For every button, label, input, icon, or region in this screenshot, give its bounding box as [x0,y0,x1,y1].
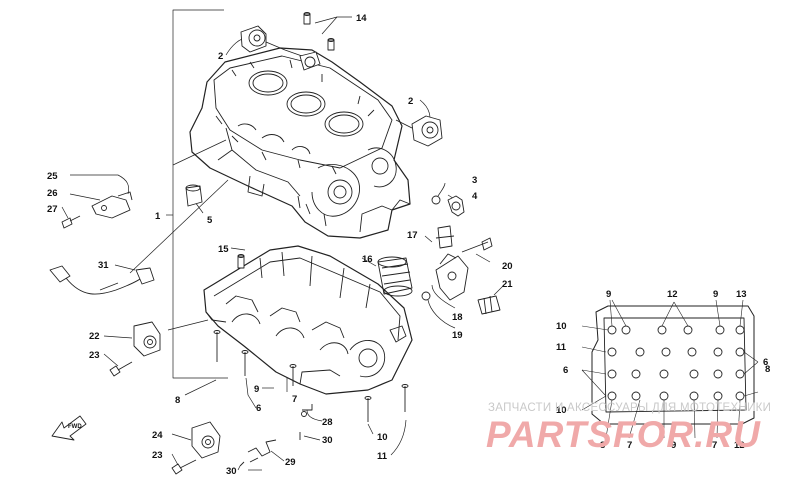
callout-30: 30 [322,435,333,446]
callout-15: 15 [218,244,229,255]
callout-20: 20 [502,261,513,272]
sequence-callout-12: 12 [667,289,678,300]
callout-24: 24 [152,430,163,441]
engine-mount-bushing-right [395,115,443,147]
pipe-29 [239,439,277,467]
callout-25: 25 [47,171,58,182]
callout-labels: 1 2 2 3 4 5 6 7 8 9 10 11 14 15 16 17 18… [47,13,770,477]
callout-23: 23 [152,450,163,461]
temperature-sensor-21 [477,295,501,315]
callout-21: 21 [502,279,513,290]
callout-31: 31 [98,260,109,271]
sequence-callout-8: 8 [765,364,770,375]
sensor-cable-31 [49,265,155,295]
oil-pressure-switch-17 [435,225,455,249]
lower-crankcase [203,245,413,395]
callout-4: 4 [472,191,478,202]
callout-8: 8 [175,395,180,406]
pipe-28 [301,404,313,417]
callout-18: 18 [452,312,463,323]
crankcase-bolts [213,330,409,422]
callout-2: 2 [408,96,413,107]
bolt-20 [461,237,493,253]
sequence-callout-9: 9 [671,440,676,451]
callout-30: 30 [226,466,237,477]
sequence-callout-13: 13 [736,289,747,300]
sequence-callout-11: 11 [556,342,567,353]
callout-16: 16 [362,254,373,265]
sensor-plug-4 [431,195,465,217]
engine-mount-bushing-left [240,25,303,57]
sequence-callout-10: 10 [556,321,567,332]
sequence-callout-7: 7 [712,440,717,451]
callout-26: 26 [47,188,58,199]
sequence-callout-7: 7 [627,440,632,451]
callout-2: 2 [218,51,223,62]
sequence-callout-6: 6 [563,365,568,376]
callout-19: 19 [452,330,463,341]
o-ring-19 [421,291,431,301]
callout-7: 7 [292,394,297,405]
bracket-24 [191,421,221,459]
bolt-sequence-diagram [581,299,759,439]
oil-filter-16 [377,256,413,297]
bolt-23-upper [109,361,133,377]
callout-10: 10 [377,432,388,443]
fwd-direction-arrow: FWD [51,415,87,441]
sensor-bracket-26 [91,191,133,219]
fitting-18 [435,253,469,301]
callout-28: 28 [322,417,333,428]
callout-9: 9 [254,384,259,395]
callout-22: 22 [89,331,100,342]
sensor-bolt-27 [61,215,81,229]
sequence-callout-6: 6 [763,357,768,368]
callout-3: 3 [472,175,477,186]
upper-crankcase [189,47,411,239]
sequence-callout-12: 12 [734,440,745,451]
callout-14: 14 [356,13,367,24]
callout-29: 29 [285,457,296,468]
callout-6: 6 [256,403,261,414]
callout-27: 27 [47,204,58,215]
sequence-callout-8: 8 [600,440,605,451]
sequence-callout-9: 9 [713,289,718,300]
dowel-pins-15 [237,254,245,269]
fwd-label: FWD [68,424,82,430]
callout-23: 23 [89,350,100,361]
callout-17: 17 [407,230,418,241]
bracket-22 [133,321,161,357]
callout-1: 1 [155,211,161,222]
leader-lines [61,9,504,471]
sequence-callout-10: 10 [556,405,567,416]
sequence-callout-9: 9 [606,289,611,300]
watermark-caption: ЗАПЧАСТИ И АКСЕССУАРЫ ДЛЯ МОТОТЕХНИКИ [488,402,772,414]
watermark-brand: PARTSFOR.RU [486,414,761,455]
dowel-pins-14 [299,12,335,71]
callout-11: 11 [377,451,388,462]
callout-5: 5 [207,215,213,226]
plug-5 [185,184,203,207]
bolt-23-lower [171,459,197,475]
